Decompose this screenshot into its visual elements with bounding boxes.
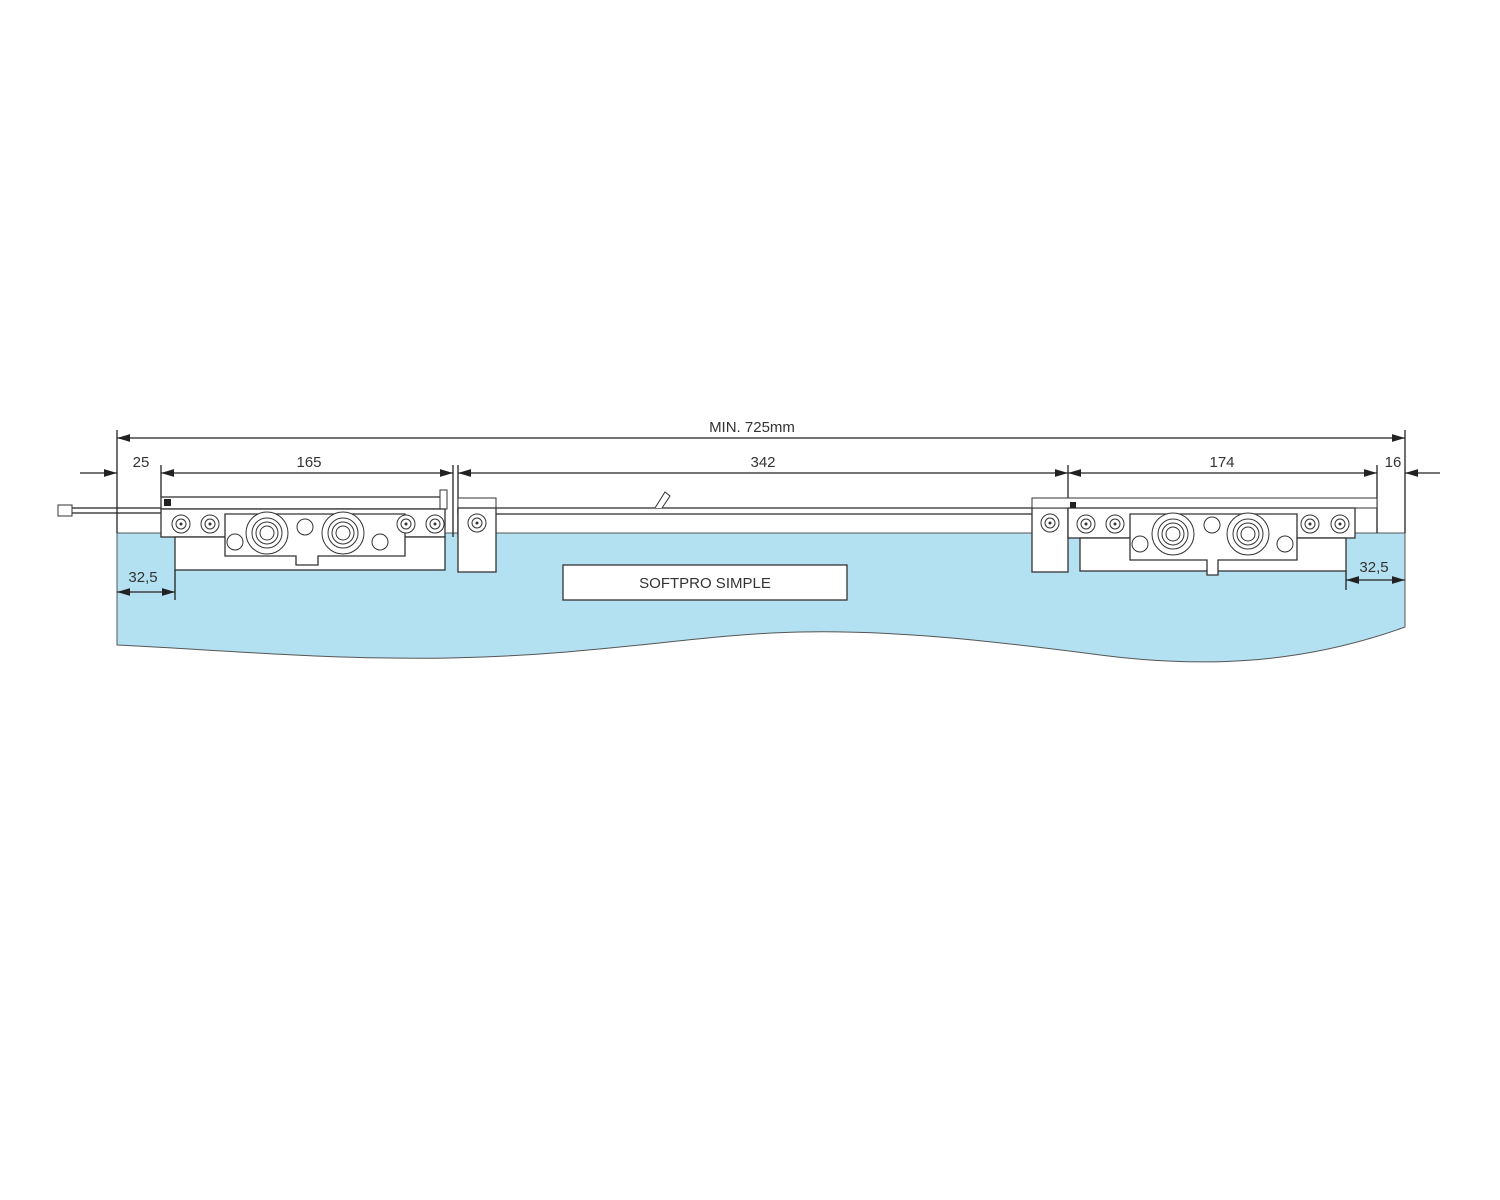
dimension-label: 174 (1209, 454, 1234, 471)
dimension-label: 16 (1385, 454, 1402, 471)
cable (57, 504, 161, 517)
dimension-total: MIN. 725mm (117, 419, 1405, 442)
dimension-left-carriage: 165 (161, 454, 453, 477)
product-label-box: SOFTPRO SIMPLE (562, 564, 848, 601)
dimension-label: MIN. 725mm (709, 419, 795, 436)
dimension-middle-rail: 342 (458, 454, 1068, 477)
dimension-label: 25 (133, 454, 150, 471)
dimension-label: 32,5 (128, 569, 157, 586)
right-carriage (1031, 497, 1378, 576)
dimension-label: 342 (750, 454, 775, 471)
dimension-left-inset: 32,5 (117, 569, 175, 596)
dimension-left-offset: 25 (80, 454, 150, 477)
dimension-label: 32,5 (1359, 559, 1388, 576)
product-label: SOFTPRO SIMPLE (639, 575, 771, 592)
dimension-label: 165 (296, 454, 321, 471)
dimension-right-offset: 16 (1385, 454, 1440, 477)
left-carriage (160, 489, 448, 571)
dimension-right-inset: 32,5 (1346, 559, 1405, 584)
dimension-right-carriage: 174 (1068, 454, 1377, 477)
